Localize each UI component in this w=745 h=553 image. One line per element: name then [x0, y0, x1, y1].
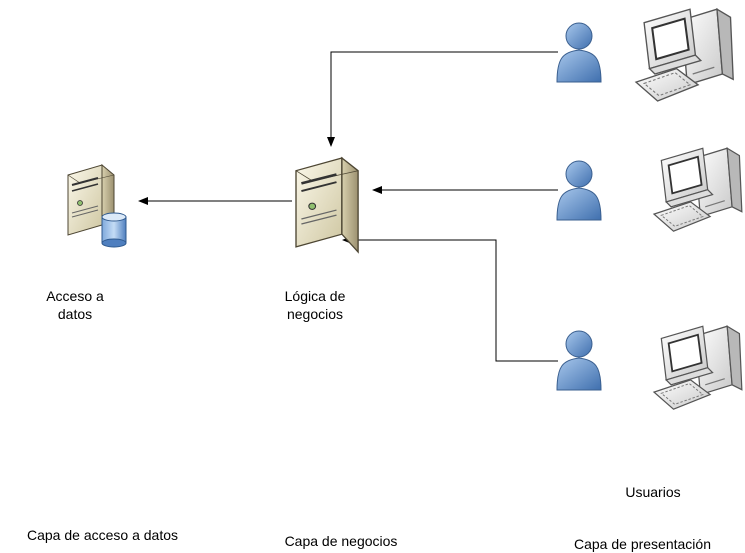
users-label: Usuarios — [625, 484, 681, 500]
data-server-label: Acceso a datos — [35, 287, 115, 323]
connectors — [138, 51, 558, 362]
data-server-label-line2: datos — [57, 306, 93, 322]
layer-presentation-label: Capa de presentación — [574, 536, 711, 552]
data-server-label-line1: Acceso a — [46, 288, 104, 304]
desktop-computer-icon — [634, 8, 735, 103]
connector-user3-to-logic — [342, 236, 558, 362]
logic-server-label: Lógica de negocios — [270, 287, 360, 323]
layer-business-label: Capa de negocios — [284, 533, 398, 549]
logic-server-label-line2: negocios — [286, 306, 344, 322]
user-icon — [556, 330, 602, 391]
desktop-computer-icon — [653, 325, 743, 411]
user-icon — [556, 160, 602, 221]
connector-user1-to-logic — [327, 51, 558, 147]
server-icon — [294, 156, 360, 254]
logic-server-label-line1: Lógica de — [284, 288, 346, 304]
user-icon — [556, 22, 602, 83]
desktop-computer-icon — [653, 147, 743, 233]
layer-data-label: Capa de acceso a datos — [27, 527, 178, 543]
database-server-icon — [67, 164, 127, 248]
